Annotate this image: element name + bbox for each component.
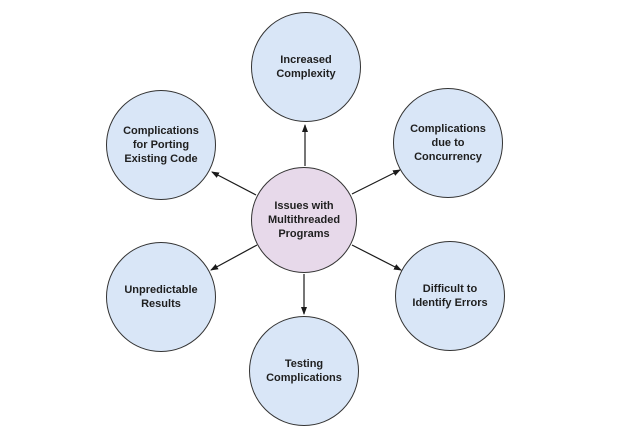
connector-center-to-top-right <box>351 169 401 195</box>
node-label: Unpredictable Results <box>124 283 198 310</box>
connector-center-to-bottom-right <box>351 244 402 271</box>
node-issues-with-multithreaded-programs: Issues with Multithreaded Programs <box>251 167 357 273</box>
node-label: Complications for Porting Existing Code <box>123 124 199 166</box>
node-complications-for-porting-existing-code: Complications for Porting Existing Code <box>106 90 216 200</box>
connector-center-to-bottom-left <box>210 244 258 271</box>
node-increased-complexity: Increased Complexity <box>251 12 361 122</box>
node-label: Complications due to Concurrency <box>410 122 486 164</box>
node-complications-due-to-concurrency: Complications due to Concurrency <box>393 88 503 198</box>
node-testing-complications: Testing Complications <box>249 316 359 426</box>
node-label: Difficult to Identify Errors <box>412 282 488 309</box>
node-label: Issues with Multithreaded Programs <box>267 199 341 241</box>
node-label: Increased Complexity <box>276 53 336 80</box>
node-label: Testing Complications <box>266 357 342 384</box>
node-difficult-to-identify-errors: Difficult to Identify Errors <box>395 241 505 351</box>
node-unpredictable-results: Unpredictable Results <box>106 242 216 352</box>
connector-center-to-top-left <box>211 171 257 196</box>
